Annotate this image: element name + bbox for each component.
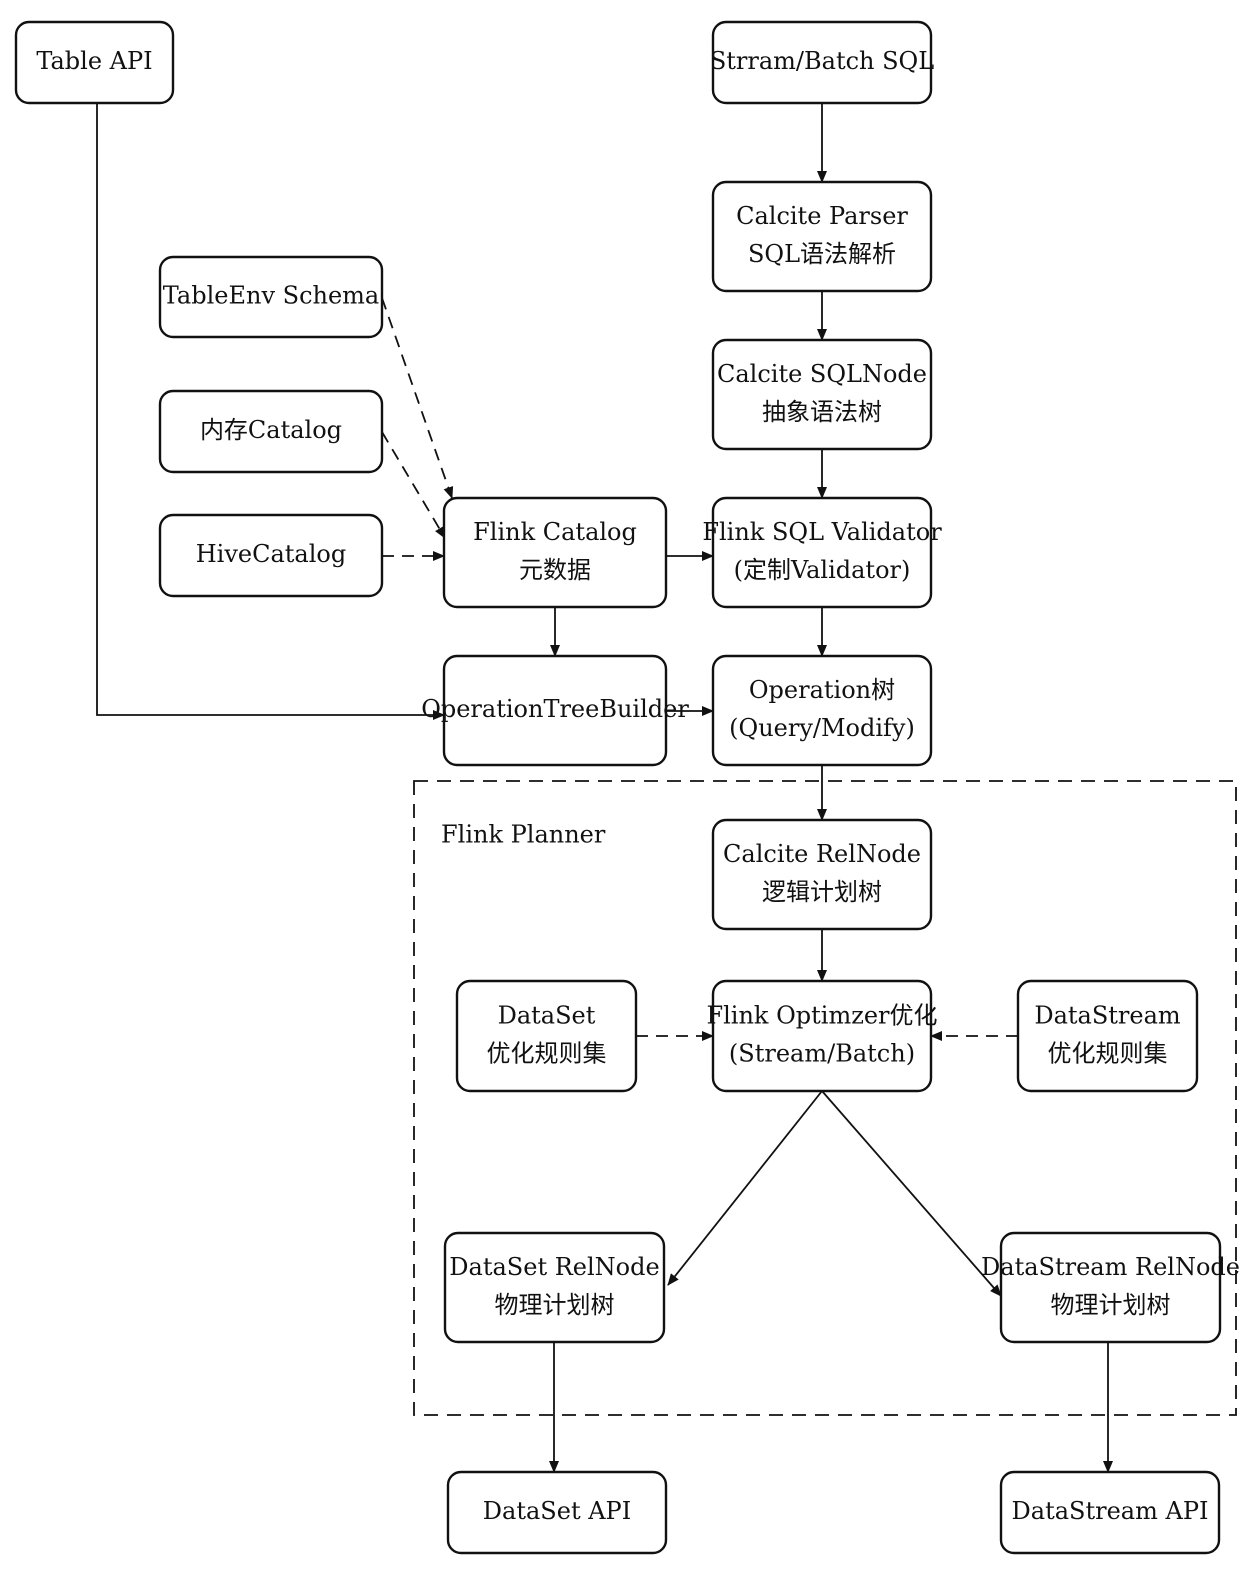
- node-stream-batch-sql-label-1: Strram/Batch SQL: [710, 47, 934, 75]
- node-calcite-relnode-label-2: 逻辑计划树: [762, 878, 882, 906]
- node-flink-sql-validator-label-2: (定制Validator): [734, 556, 911, 584]
- node-calcite-sqlnode-label-2: 抽象语法树: [762, 398, 882, 426]
- node-flink-sql-validator: Flink SQL Validator (定制Validator): [702, 496, 942, 609]
- node-datastream-relnode-box: [999, 1231, 1222, 1344]
- node-operation-tree: Operation树 (Query/Modify): [711, 654, 933, 767]
- node-dataset-relnode-box: [443, 1231, 666, 1344]
- node-dataset-api-label-1: DataSet API: [483, 1497, 631, 1525]
- node-tableenv-schema-label-1: TableEnv Schema: [163, 282, 379, 310]
- node-memory-catalog: 内存Catalog: [158, 389, 384, 474]
- node-operation-tree-box: [711, 654, 933, 767]
- node-calcite-parser-box: [711, 180, 933, 293]
- node-hive-catalog-box: [158, 513, 384, 598]
- node-datastream-rules-label-2: 优化规则集: [1048, 1040, 1168, 1068]
- node-flink-catalog-label-2: 元数据: [519, 556, 591, 584]
- node-flink-optimizer-box: [711, 979, 933, 1093]
- node-dataset-rules-label-1: DataSet: [498, 1002, 596, 1030]
- node-calcite-parser-label-1: Calcite Parser: [736, 202, 908, 230]
- flink-planner-region: [413, 780, 1237, 1416]
- node-calcite-sqlnode: Calcite SQLNode 抽象语法树: [711, 338, 933, 451]
- node-calcite-parser-label-2: SQL语法解析: [748, 240, 896, 268]
- flink-planner-label: Flink Planner: [441, 821, 606, 849]
- node-flink-optimizer: Flink Optimzer优化 (Stream/Batch): [706, 979, 938, 1093]
- node-flink-optimizer-label-2: (Stream/Batch): [729, 1040, 915, 1068]
- node-calcite-relnode-label-1: Calcite RelNode: [723, 840, 921, 868]
- node-dataset-relnode-label-1: DataSet RelNode: [449, 1253, 659, 1281]
- node-datastream-api-label-1: DataStream API: [1012, 1497, 1209, 1525]
- node-dataset-relnode: DataSet RelNode 物理计划树: [443, 1231, 666, 1344]
- edge-memory-catalog-to-flink-catalog: [381, 431, 446, 539]
- node-datastream-api: DataStream API: [999, 1470, 1221, 1555]
- node-calcite-relnode: Calcite RelNode 逻辑计划树: [711, 818, 933, 931]
- node-dataset-relnode-label-2: 物理计划树: [495, 1291, 615, 1319]
- node-table-api-box: [14, 20, 175, 105]
- edge-table-api-to-operation-tree-builder: [96, 103, 445, 720]
- node-dataset-api-box: [446, 1470, 668, 1555]
- node-datastream-api-box: [999, 1470, 1221, 1555]
- node-flink-catalog-label-1: Flink Catalog: [473, 518, 637, 546]
- node-tableenv-schema: TableEnv Schema: [158, 255, 384, 339]
- node-datastream-relnode: DataStream RelNode 物理计划树: [981, 1231, 1240, 1344]
- node-memory-catalog-box: [158, 389, 384, 474]
- node-datastream-rules: DataStream 优化规则集: [1016, 979, 1199, 1093]
- node-calcite-relnode-box: [711, 818, 933, 931]
- node-dataset-rules-box: [455, 979, 638, 1093]
- node-operation-tree-label-2: (Query/Modify): [729, 714, 915, 742]
- node-flink-catalog-box: [442, 496, 668, 609]
- edge-flink-optimizer-to-datastream-relnode: [821, 1090, 1002, 1297]
- edge-tableenv-schema-to-flink-catalog: [381, 297, 454, 499]
- node-dataset-api: DataSet API: [446, 1470, 668, 1555]
- node-datastream-relnode-label-1: DataStream RelNode: [981, 1253, 1240, 1281]
- node-stream-batch-sql: Strram/Batch SQL: [710, 20, 934, 105]
- node-flink-sql-validator-box: [711, 496, 933, 609]
- node-tableenv-schema-box: [158, 255, 384, 339]
- node-datastream-rules-label-1: DataStream: [1034, 1002, 1181, 1030]
- node-dataset-rules-label-2: 优化规则集: [487, 1040, 607, 1068]
- node-calcite-sqlnode-box: [711, 338, 933, 451]
- node-flink-optimizer-label-1: Flink Optimzer优化: [706, 1002, 937, 1030]
- node-datastream-rules-box: [1016, 979, 1199, 1093]
- node-operation-tree-builder-label-1: OperationTreeBuilder: [421, 695, 689, 723]
- node-stream-batch-sql-box: [711, 20, 933, 105]
- node-flink-sql-validator-label-1: Flink SQL Validator: [702, 518, 942, 546]
- node-operation-tree-builder-box: [442, 654, 668, 767]
- node-hive-catalog: HiveCatalog: [158, 513, 384, 598]
- node-calcite-sqlnode-label-1: Calcite SQLNode: [717, 360, 927, 388]
- node-operation-tree-label-1: Operation树: [749, 676, 895, 704]
- node-memory-catalog-label-1: 内存Catalog: [200, 416, 342, 444]
- node-hive-catalog-label-1: HiveCatalog: [196, 540, 346, 568]
- node-dataset-rules: DataSet 优化规则集: [455, 979, 638, 1093]
- node-table-api: Table API: [14, 20, 175, 105]
- node-flink-catalog: Flink Catalog 元数据: [442, 496, 668, 609]
- node-operation-tree-builder: OperationTreeBuilder: [421, 654, 689, 767]
- node-table-api-label-1: Table API: [36, 47, 152, 75]
- node-datastream-relnode-label-2: 物理计划树: [1051, 1291, 1171, 1319]
- edge-flink-optimizer-to-dataset-relnode: [667, 1090, 823, 1286]
